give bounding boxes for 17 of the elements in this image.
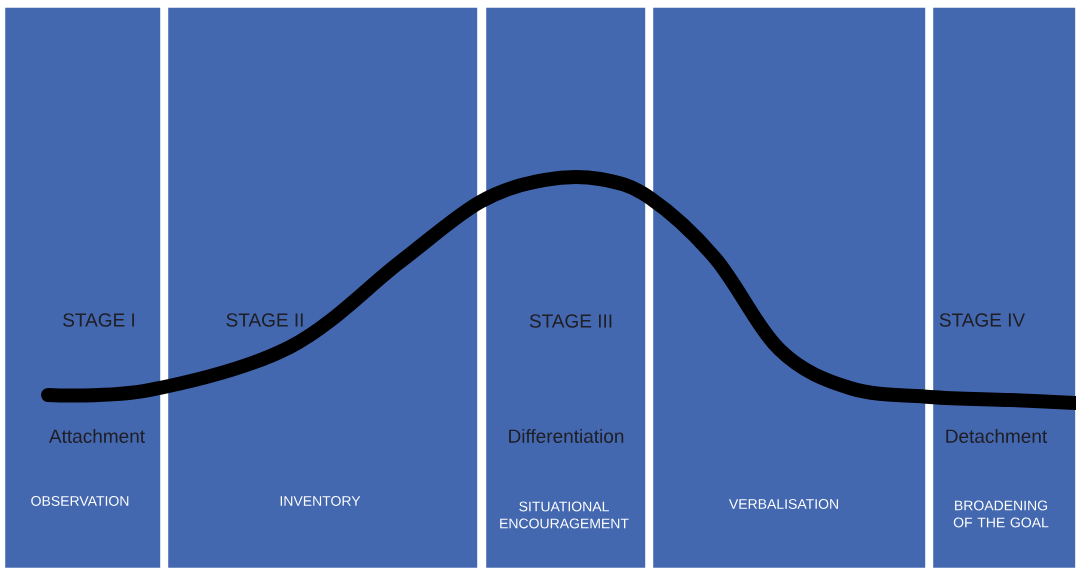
band (653, 7, 926, 568)
stage-label: STAGE II (226, 313, 303, 327)
step-label: VERBALISATION (728, 499, 838, 509)
band (486, 7, 646, 568)
band (168, 7, 478, 568)
phase-label: Attachment (49, 429, 145, 443)
step-label: OBSERVATION (31, 496, 129, 506)
step-label: SITUATIONAL ENCOURAGEMENT (500, 501, 629, 529)
step-label: BROADENING OF THE GOAL (953, 500, 1049, 528)
stage-label: STAGE I (63, 313, 135, 327)
stage-label: STAGE IV (939, 313, 1025, 327)
phase-label: Differentiation (509, 429, 624, 443)
band (5, 7, 161, 568)
step-label: INVENTORY (280, 496, 361, 506)
phase-label: Detachment (946, 429, 1048, 443)
stage-label: STAGE III (529, 314, 612, 328)
band (933, 7, 1076, 568)
